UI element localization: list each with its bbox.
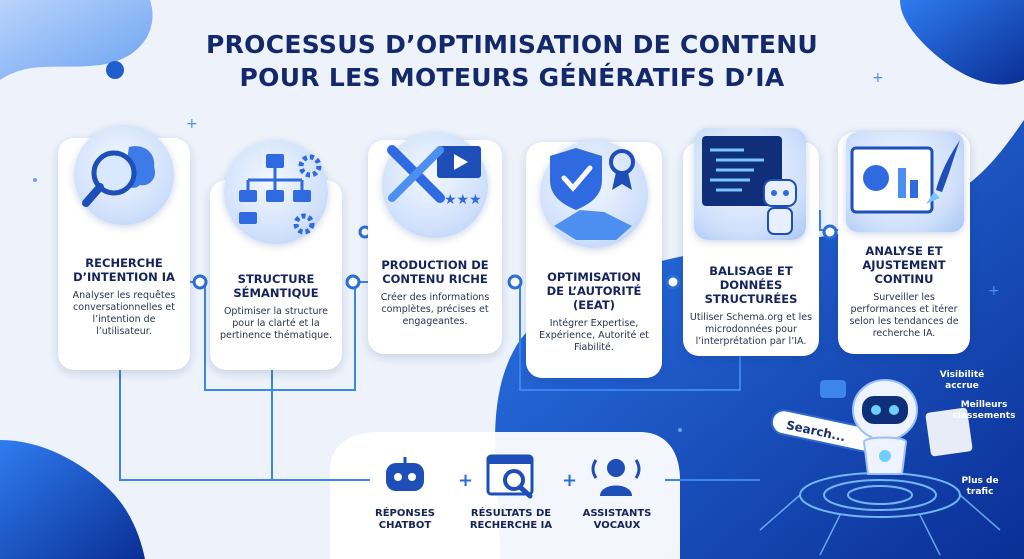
step-description: Créer des informations complètes, précis… (380, 292, 490, 327)
title-line-2: POUR LES MOTEURS GÉNÉRATIFS D’IA (239, 63, 785, 92)
pencil-video-icon: ★★★ (387, 145, 482, 208)
title-line-1: PROCESSUS D’OPTIMISATION DE CONTENU (205, 30, 819, 59)
step-icon-circle (540, 140, 648, 248)
plus-sign: + (458, 470, 474, 491)
step-icon-circle (694, 128, 806, 240)
output-search-results (484, 452, 540, 500)
step-icon-circle (74, 125, 174, 225)
search-results-icon (486, 454, 534, 499)
voice-assistant-icon (591, 459, 641, 496)
output-chatbot (380, 455, 430, 499)
dashboard-rocket-icon (850, 140, 960, 214)
robot-icon (852, 379, 918, 475)
robot-chat-icon (386, 457, 424, 491)
step-description: Analyser les requêtes conversationnelles… (72, 290, 176, 337)
svg-text:+: + (872, 70, 884, 86)
step-description: Utiliser Schema.org et les microdonnées … (689, 312, 813, 347)
svg-text:+: + (988, 283, 1000, 299)
code-robot-icon (702, 136, 797, 235)
shield-handshake-icon (550, 148, 635, 240)
robot-illustration (840, 372, 930, 482)
chat-bubble-icon (820, 380, 846, 398)
magnifier-brain-icon (82, 146, 156, 207)
svg-text:+: + (186, 116, 198, 132)
svg-text:★★★: ★★★ (444, 192, 482, 208)
step-icon-circle (224, 140, 328, 244)
step-description: Optimiser la structure pour la clarté et… (219, 306, 333, 341)
step-icon-circle: ★★★ (382, 132, 488, 238)
step-description: Intégrer Expertise, Expérience, Autorité… (539, 318, 649, 353)
step-description: Surveiller les performances et itérer se… (849, 292, 959, 339)
page-title: PROCESSUS D’OPTIMISATION DE CONTENU POUR… (0, 28, 1024, 94)
plus-sign: + (562, 470, 578, 491)
step-icon-circle (846, 132, 964, 232)
sitemap-gears-icon (239, 154, 322, 235)
output-voice-assistant (588, 452, 644, 500)
